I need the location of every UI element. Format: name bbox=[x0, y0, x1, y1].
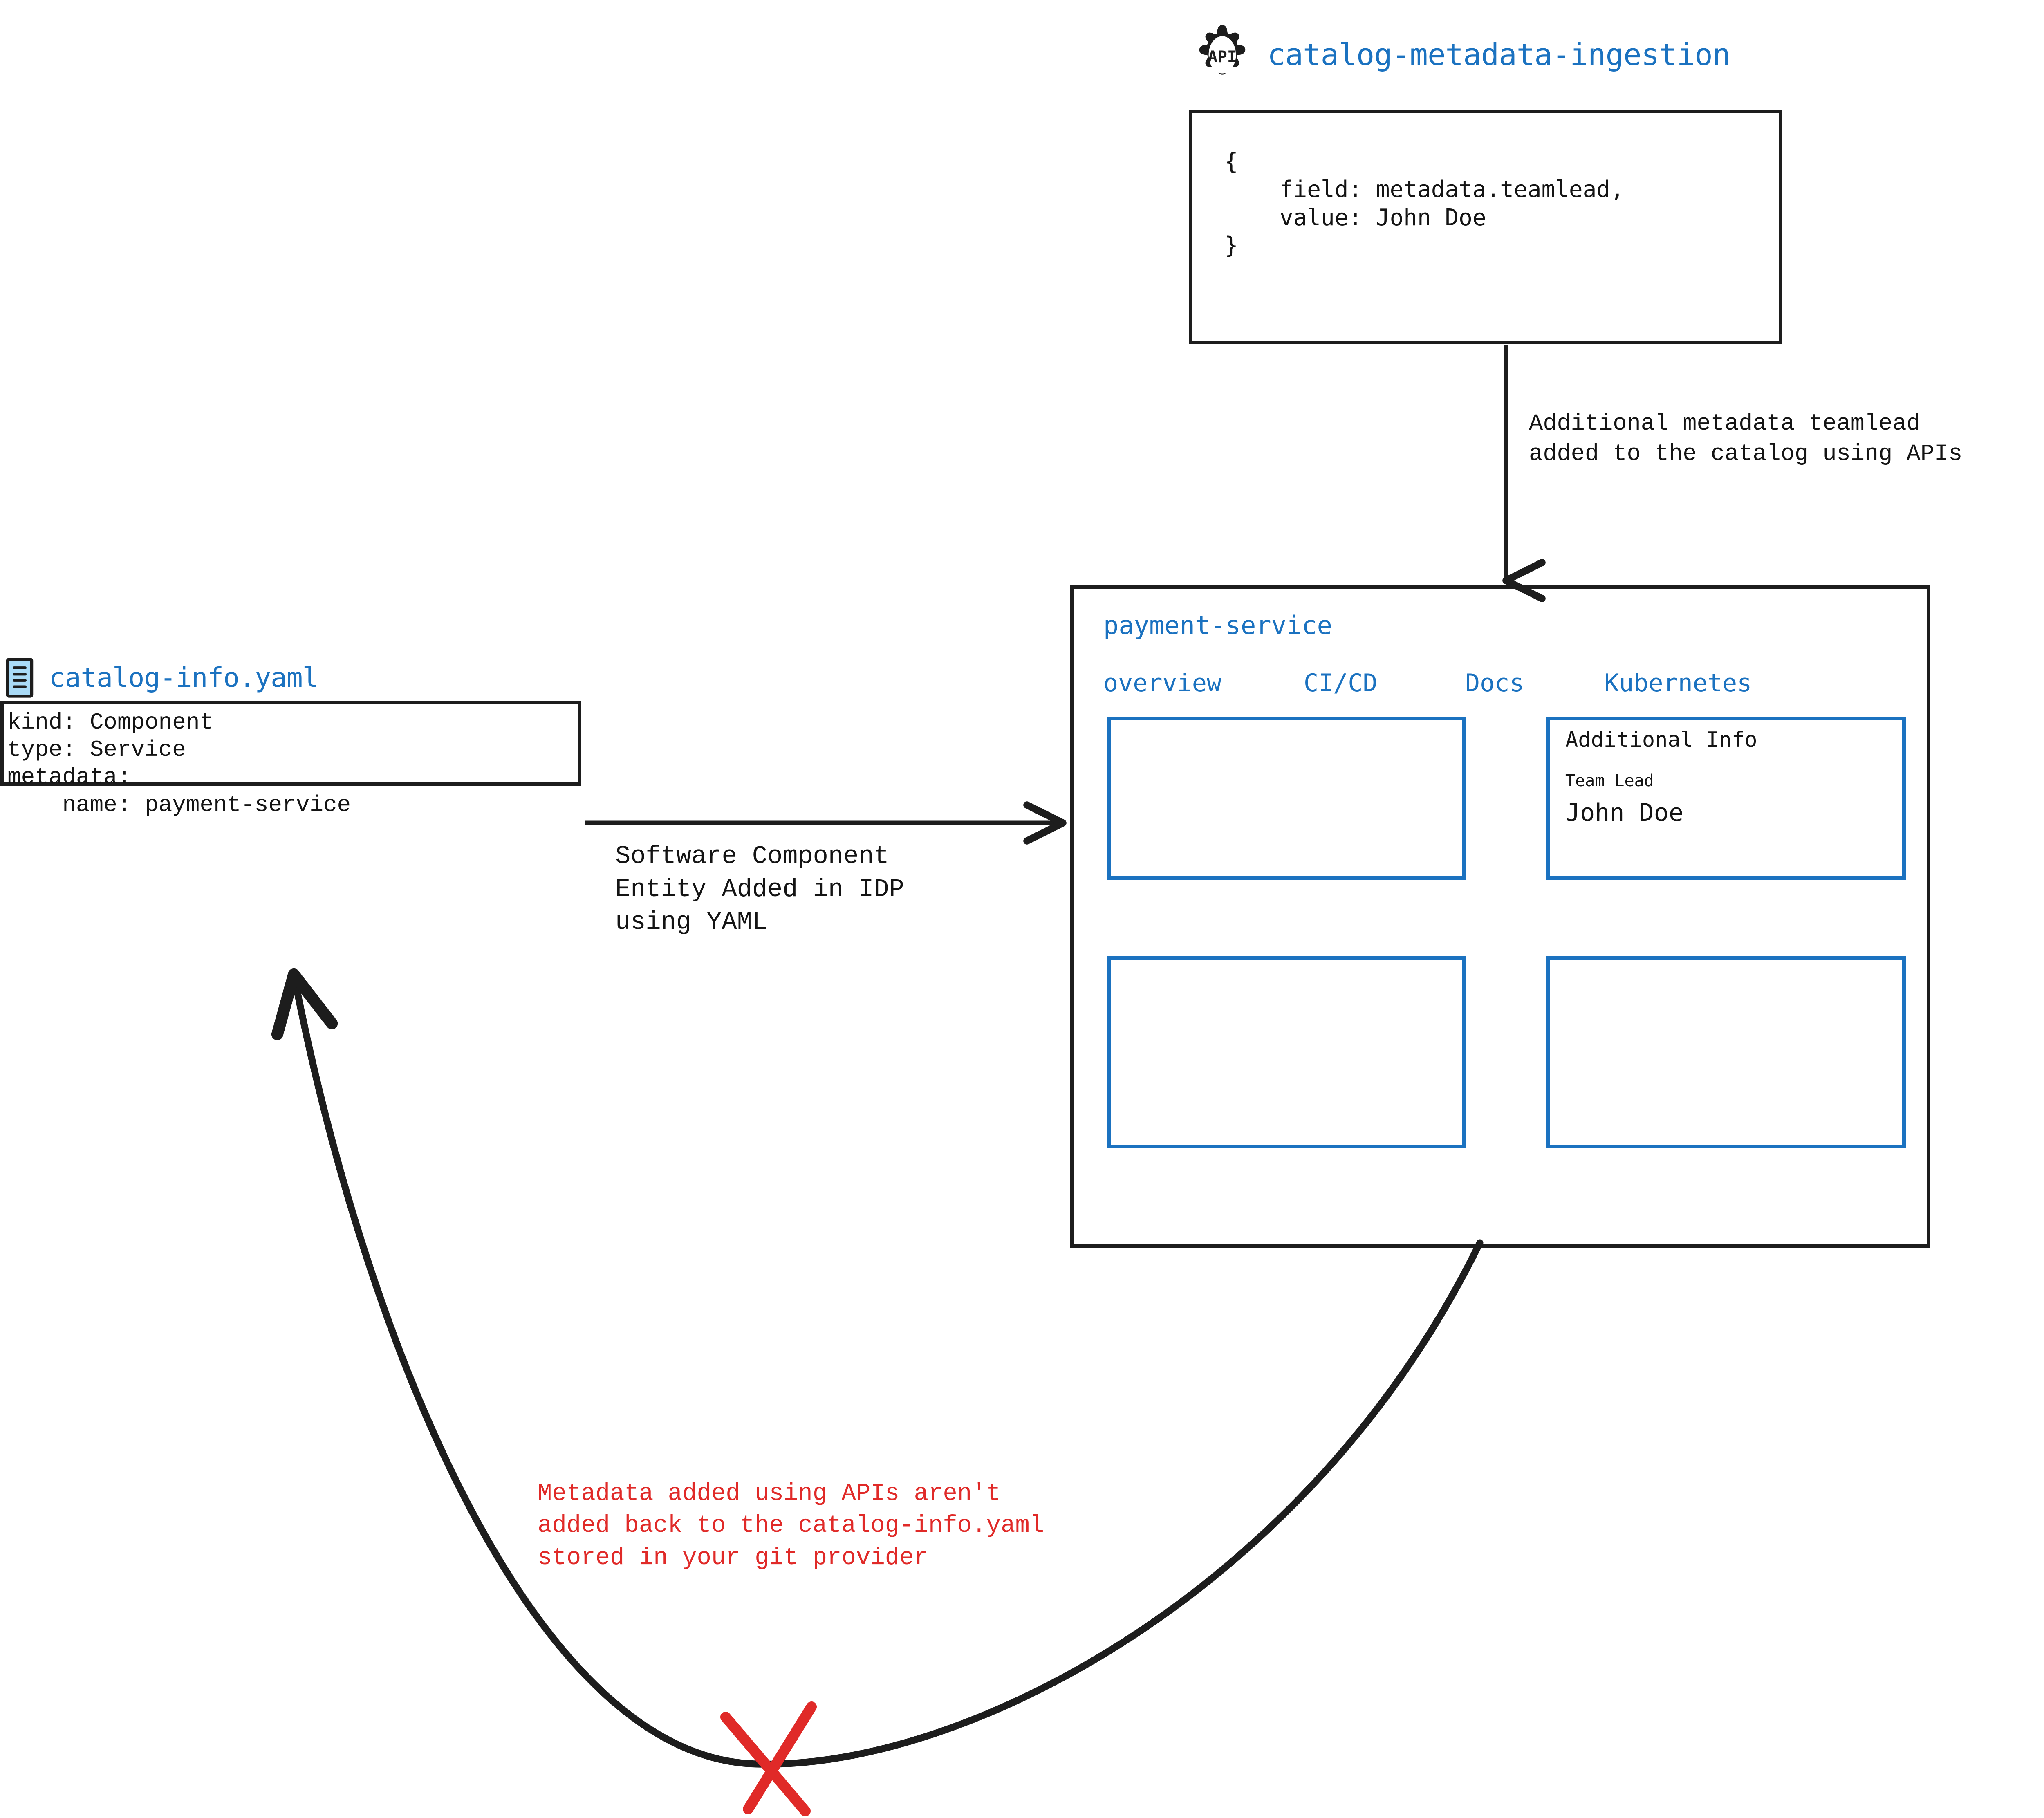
yaml-node: catalog-info.yaml kind: Component type: … bbox=[0, 655, 581, 818]
idp-card-empty-bottom-left bbox=[1107, 956, 1466, 1148]
api-gear-icon: API bbox=[1199, 25, 1246, 75]
red-x-marker bbox=[720, 1701, 817, 1816]
yaml-content-box bbox=[0, 701, 581, 786]
yaml-node-header: catalog-info.yaml bbox=[4, 655, 581, 701]
api-payload-code: { field: metadata.teamlead, value: John … bbox=[1224, 148, 1624, 259]
warning-note-text: Metadata added using APIs aren't added b… bbox=[538, 1480, 1044, 1571]
team-lead-label: Team Lead bbox=[1565, 771, 1654, 790]
api-payload-box: { field: metadata.teamlead, value: John … bbox=[1189, 110, 1782, 344]
idp-card-empty-top-left bbox=[1107, 717, 1466, 880]
tab-kubernetes[interactable]: Kubernetes bbox=[1604, 669, 1752, 697]
api-node-header: API catalog-metadata-ingestion bbox=[1189, 0, 1782, 110]
idp-card-empty-bottom-right bbox=[1546, 956, 1906, 1148]
yaml-content-code: kind: Component type: Service metadata: … bbox=[7, 709, 351, 818]
tab-docs[interactable]: Docs bbox=[1465, 669, 1524, 697]
yaml-file-icon bbox=[6, 658, 34, 698]
additional-info-heading: Additional Info bbox=[1565, 728, 1757, 752]
idp-card-additional-info: Additional Info Team Lead John Doe bbox=[1546, 717, 1906, 880]
idp-entity-panel: payment-service overview CI/CD Docs Kube… bbox=[1070, 585, 1930, 1248]
tab-overview[interactable]: overview bbox=[1103, 669, 1221, 697]
idp-panel-tabs: overview CI/CD Docs Kubernetes bbox=[1103, 671, 1892, 699]
idp-panel-title: payment-service bbox=[1103, 610, 1332, 640]
team-lead-value: John Doe bbox=[1565, 798, 1683, 827]
arrow-label-api-to-panel: Additional metadata teamlead added to th… bbox=[1529, 411, 1963, 468]
yaml-node-title: catalog-info.yaml bbox=[49, 662, 319, 693]
arrow-label-yaml-to-panel: Software Component Entity Added in IDP u… bbox=[615, 842, 904, 937]
api-gear-icon-label: API bbox=[1208, 47, 1237, 66]
api-node-title: catalog-metadata-ingestion bbox=[1267, 37, 1730, 72]
api-node: API catalog-metadata-ingestion { field: … bbox=[1189, 0, 1782, 344]
tab-ci-cd[interactable]: CI/CD bbox=[1304, 669, 1378, 697]
